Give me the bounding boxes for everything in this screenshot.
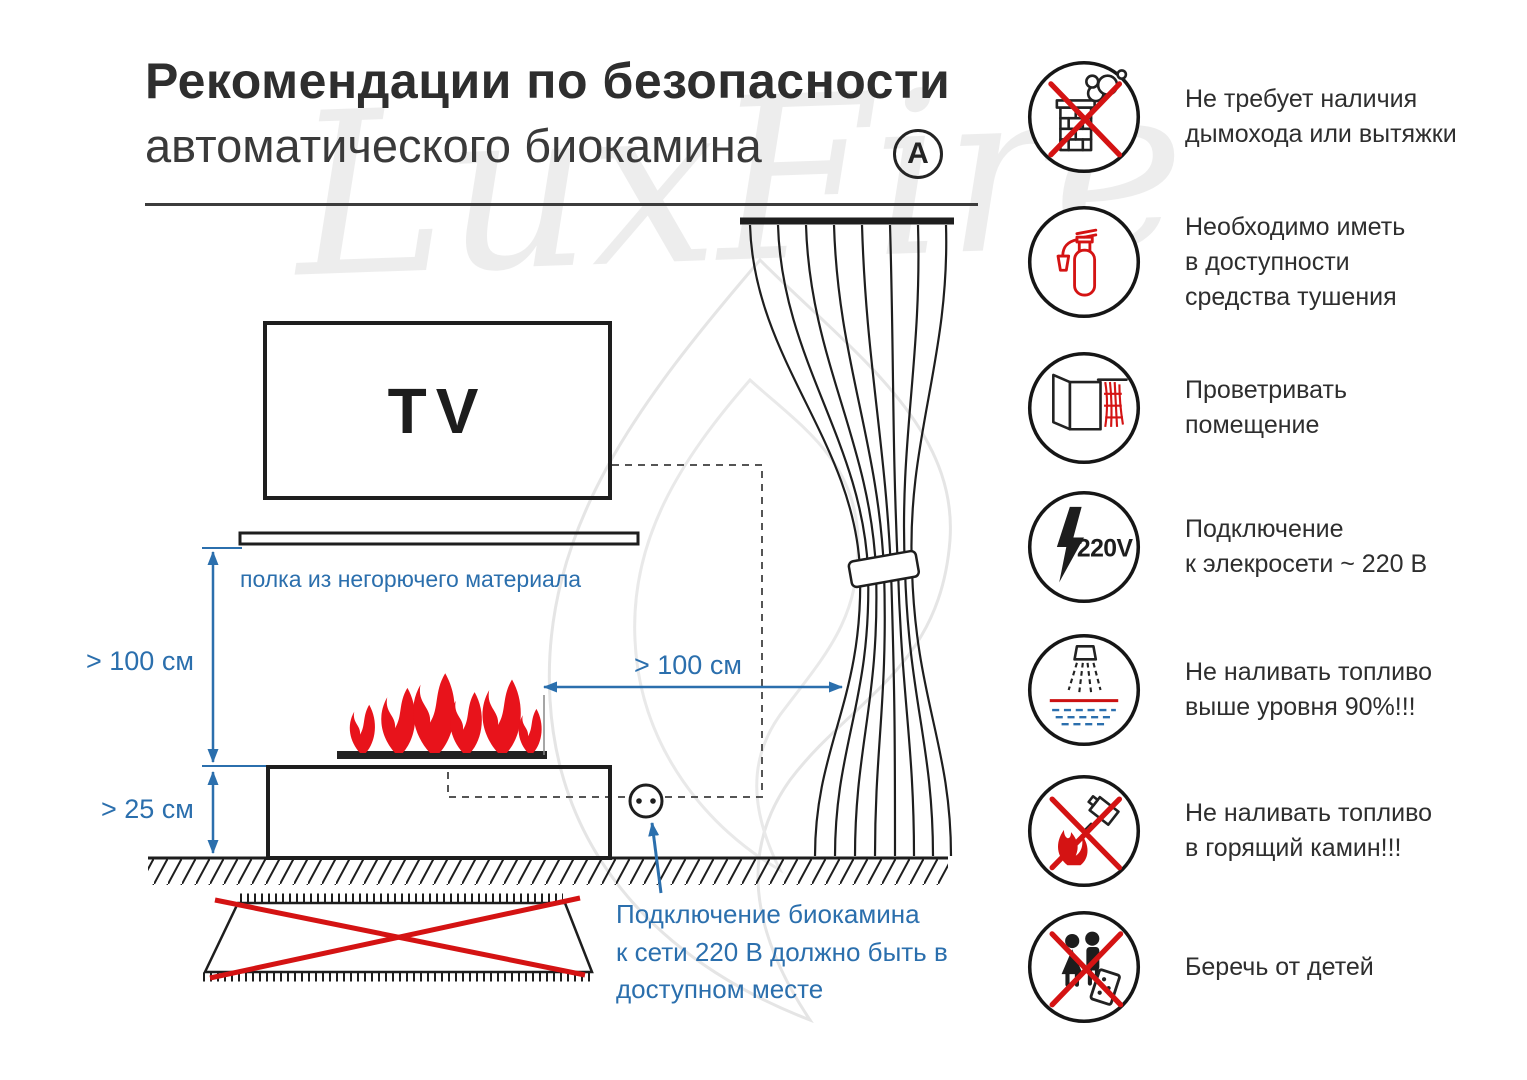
legend-label: Не наливать топливо выше уровня 90%!!! bbox=[1185, 658, 1433, 721]
icon-220v-label: 220V bbox=[1077, 535, 1134, 562]
legend-label: Беречь от детей bbox=[1185, 952, 1374, 981]
dimension-fireplace-to-floor: > 25 см bbox=[101, 794, 194, 824]
legend-item: Беречь от детей bbox=[1025, 908, 1515, 1026]
legend-label: Не наливать топливо в горящий камин!!! bbox=[1185, 799, 1433, 862]
dimension-shelf-to-fireplace: > 100 см bbox=[86, 646, 194, 676]
curtain bbox=[740, 217, 954, 857]
title-underline bbox=[145, 203, 978, 206]
no-refill-burning-icon bbox=[1027, 774, 1141, 888]
legend-item: Не наливать топливо выше уровня 90%!!! bbox=[1025, 631, 1515, 749]
legend-item: 220V Подключение к элекросети ~ 220 В bbox=[1025, 488, 1515, 606]
legend-label: Необходимо иметь в доступности средства … bbox=[1185, 212, 1406, 311]
legend-label: Проветривать помещение bbox=[1185, 376, 1347, 439]
outlet-note: Подключение биокамина к сети 220 В должн… bbox=[616, 899, 948, 1005]
flames bbox=[349, 673, 542, 753]
ventilation-icon bbox=[1027, 351, 1141, 465]
extinguisher-icon bbox=[1027, 205, 1141, 319]
dimension-fireplace-to-curtain: > 100 см bbox=[634, 650, 742, 680]
legend-label: Не требует наличия дымохода или вытяжки bbox=[1185, 85, 1457, 148]
floor-hatch bbox=[148, 856, 948, 885]
no-chimney-icon bbox=[1027, 60, 1141, 174]
brand-logo-badge: A bbox=[893, 129, 943, 179]
legend-item: Проветривать помещение bbox=[1025, 349, 1515, 467]
legend-item: Необходимо иметь в доступности средства … bbox=[1025, 203, 1515, 321]
power-220v-icon: 220V bbox=[1027, 490, 1141, 604]
dimension-lines bbox=[202, 547, 843, 854]
legend-label: Подключение к элекросети ~ 220 В bbox=[1185, 515, 1428, 578]
fireplace-outline bbox=[266, 751, 612, 860]
page-title-line2: автоматического биокамина bbox=[145, 119, 762, 172]
shelf-outline bbox=[238, 531, 640, 546]
legend-item: Не требует наличия дымохода или вытяжки bbox=[1025, 58, 1515, 176]
keep-from-children-icon bbox=[1027, 910, 1141, 1024]
fuel-level-icon bbox=[1027, 633, 1141, 747]
tv-label: TV bbox=[387, 374, 488, 447]
rug-crossed bbox=[203, 893, 594, 982]
shelf-label: полка из негорючего материала bbox=[240, 566, 582, 592]
legend-item: Не наливать топливо в горящий камин!!! bbox=[1025, 772, 1515, 890]
outlet bbox=[628, 783, 664, 819]
page-title-line1: Рекомендации по безопасности bbox=[145, 53, 951, 109]
